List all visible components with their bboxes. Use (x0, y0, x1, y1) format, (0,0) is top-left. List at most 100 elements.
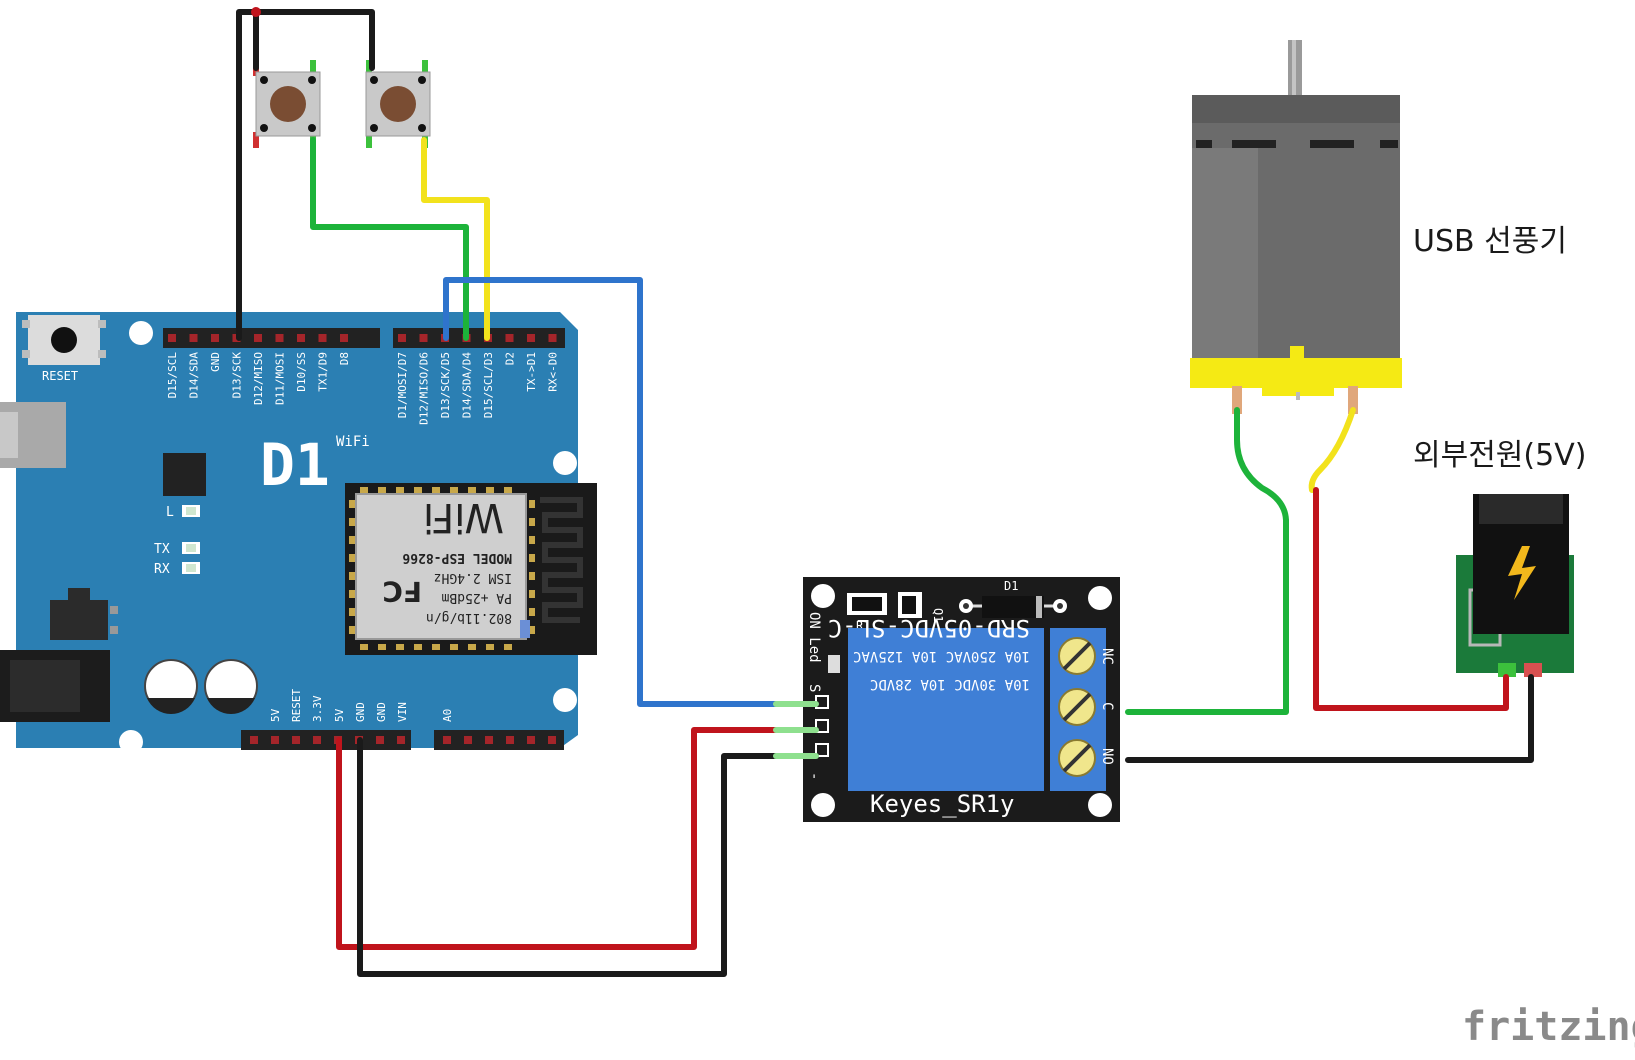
relay-nc: NC (1099, 648, 1115, 665)
pin-label: RESET (290, 689, 303, 722)
wire-power-black (1125, 674, 1534, 763)
pin-label: D10/SS (295, 352, 308, 392)
esp-pad (529, 536, 535, 544)
relay-s-pin: S (806, 684, 822, 692)
esp-pad (360, 487, 368, 493)
esp-pad (349, 572, 355, 580)
esp-wifi: WiFi (423, 494, 504, 540)
dc-power-jack (1456, 494, 1574, 677)
push-button-2 (365, 60, 431, 148)
esp-line2: PA +25dBm (441, 590, 512, 605)
screw-c (1058, 688, 1096, 726)
screw-nc (1058, 637, 1096, 675)
esp-pad (529, 572, 535, 580)
pin-label: D12/MISO/D6 (418, 352, 431, 425)
pin-label: D13/SCK (231, 352, 244, 399)
voltage-regulator (50, 588, 118, 640)
relay-module: R1 Q1 D1 ON Led S - SRD-05VDC-SL-C 10A 2… (803, 577, 1120, 822)
wires (236, 7, 1534, 977)
relay-model: SRD-05VDC-SL-C (828, 614, 1030, 642)
bottom-header-b (434, 730, 564, 750)
screw-no (1058, 739, 1096, 777)
esp-pad (414, 644, 422, 650)
esp-pad (349, 536, 355, 544)
led-l-label: L (166, 505, 174, 520)
header-pin (168, 334, 176, 342)
esp-pad (396, 487, 404, 493)
header-pin (443, 736, 451, 744)
top-header-a (163, 328, 380, 348)
pin-label: D15/SCL (166, 352, 179, 399)
esp-line4: MODEL ESP-8266 (402, 550, 512, 565)
header-pin (419, 334, 428, 342)
header-pin (271, 736, 279, 744)
usb-fan-motor (1190, 40, 1402, 414)
esp-pad (468, 487, 476, 493)
wire-red-5v (336, 727, 789, 950)
wire-gnd-buttons (236, 9, 375, 341)
chip (163, 453, 206, 496)
top-header-b (393, 328, 565, 348)
esp-line1: 802.11b/g/n (426, 610, 512, 625)
esp-pad (529, 518, 535, 526)
pin-label: GND (209, 352, 222, 372)
header-pin (189, 334, 198, 342)
header-pin (250, 736, 258, 744)
pin-label: D11/MOSI (274, 352, 287, 405)
relay-rating2: 10A 30VDC 10A 28VDC (870, 676, 1030, 692)
esp-pad (378, 487, 386, 493)
fan-label: USB 선풍기 (1413, 224, 1567, 259)
esp-brand: FC (382, 575, 422, 608)
relay-rating1: 10A 250VAC 10A 125VAC (853, 648, 1030, 664)
d1-logo: D1 (260, 431, 330, 499)
esp-pad (396, 644, 404, 650)
header-pin (506, 736, 514, 744)
header-pin (318, 334, 327, 342)
header-pin (485, 736, 493, 744)
esp-pad (486, 644, 494, 650)
led-tx-label: TX (154, 542, 170, 557)
power-label: 외부전원(5V) (1413, 438, 1587, 473)
esp-pad (349, 608, 355, 616)
wifi-label: WiFi (336, 434, 370, 450)
esp-pad (450, 644, 458, 650)
bottom-header-a (241, 730, 411, 750)
header-pin (211, 334, 219, 342)
esp-pad (529, 608, 535, 616)
esp-pad (529, 590, 535, 598)
header-pin (313, 736, 321, 744)
esp-pad (432, 644, 440, 650)
header-pin (292, 736, 300, 744)
led-rx-label: RX (154, 562, 170, 577)
pin-label: D1/MOSI/D7 (396, 352, 409, 418)
pin-label: RX<-D0 (547, 352, 560, 392)
esp-pad (504, 487, 512, 493)
esp-pad (432, 487, 440, 493)
pin-label: VIN (396, 702, 409, 722)
wire-blue-signal (443, 277, 789, 707)
pin-label: GND (354, 702, 367, 722)
esp-pad (504, 644, 512, 650)
esp8266-module: 802.11b/g/n PA +25dBm ISM 2.4GHz MODEL E… (345, 483, 597, 655)
esp-pad (529, 554, 535, 562)
pin-label: GND (375, 702, 388, 722)
lightning-icon (1508, 546, 1536, 600)
esp-pad (529, 626, 535, 634)
reset-label: RESET (42, 369, 78, 383)
esp-pad (414, 487, 422, 493)
pin-label: D2 (504, 352, 517, 365)
header-pin (376, 736, 384, 744)
pin-label: D14/SDA (188, 352, 201, 399)
relay-q1: Q1 (931, 608, 945, 622)
relay-name: Keyes_SR1y (870, 790, 1015, 818)
esp-pad (486, 487, 494, 493)
esp-pad (349, 554, 355, 562)
pin-label: 3.3V (311, 695, 324, 722)
header-pin (297, 334, 305, 342)
pin-label: 5V (269, 708, 282, 722)
pin-label: D14/SDA/D4 (461, 352, 474, 419)
fritzing-brand: fritzing (1462, 1004, 1635, 1050)
relay-c: C (1099, 702, 1115, 710)
esp-pad (450, 487, 458, 493)
